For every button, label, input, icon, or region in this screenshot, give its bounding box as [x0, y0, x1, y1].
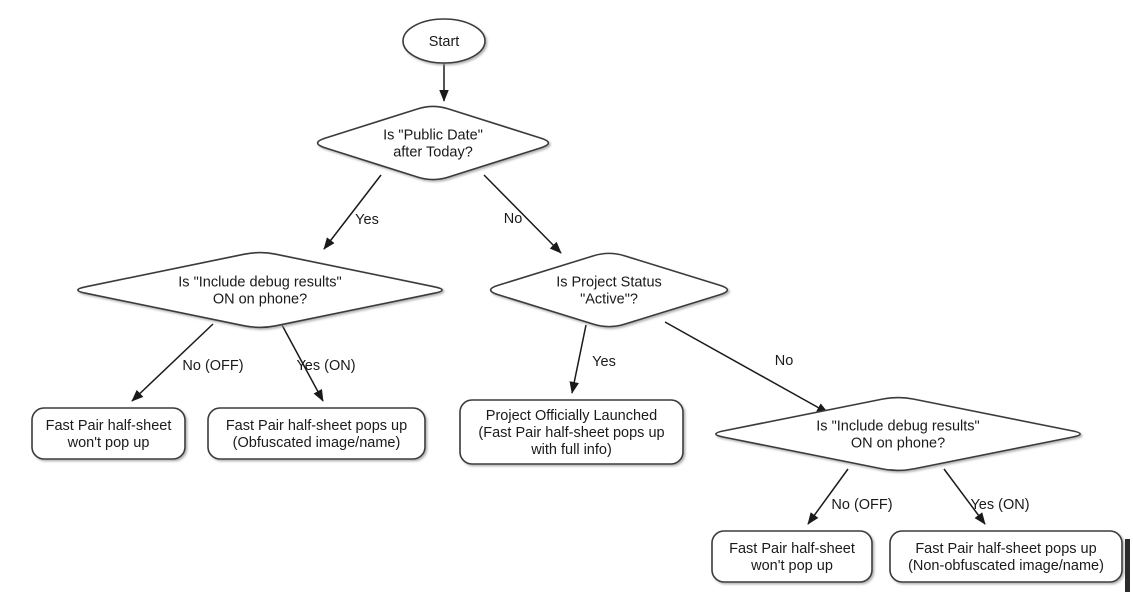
- edge-public-date-yes: [323, 174, 382, 250]
- node-public-date-decision[interactable]: Is "Public Date"after Today?: [316, 105, 550, 181]
- node-text-line: "Active"?: [580, 291, 638, 307]
- node-text-line: won't pop up: [67, 435, 150, 451]
- node-text-line: Fast Pair half-sheet: [46, 418, 172, 434]
- artifacts-layer: [1125, 539, 1130, 592]
- node-outcome-obfuscated[interactable]: Fast Pair half-sheet pops up(Obfuscated …: [207, 407, 426, 460]
- node-text-line: with full info): [530, 442, 612, 458]
- node-start[interactable]: Start: [402, 18, 486, 64]
- node-shape-diamond: [715, 396, 1081, 472]
- node-text-line: Is "Public Date": [383, 127, 483, 143]
- node-text-line: ON on phone?: [851, 435, 945, 451]
- node-text-line: (Non-obfuscated image/name): [908, 558, 1104, 574]
- node-text-line: ON on phone?: [213, 291, 307, 307]
- node-text-line: (Obfuscated image/name): [233, 435, 401, 451]
- edge-debug-right-yes-on: [943, 468, 986, 525]
- node-shape-diamond: [77, 251, 443, 329]
- nodes-layer: Start Is "Public Date"after Today? Is "Inc…: [31, 18, 1123, 583]
- edge-label-debug-left-no-off: No (OFF): [182, 358, 243, 374]
- artifact-right-edge-mark: [1125, 539, 1130, 592]
- edge-label-project-status-no: No: [775, 353, 794, 369]
- node-text-line: after Today?: [393, 144, 473, 160]
- node-shape-diamond: [316, 105, 550, 181]
- edge-label-debug-left-yes-on: Yes (ON): [296, 358, 355, 374]
- node-debug-results-decision-right[interactable]: Is "Include debug results"ON on phone?: [715, 396, 1081, 472]
- node-text-line: Is "Include debug results": [816, 418, 979, 434]
- node-outcome-non-obfuscated[interactable]: Fast Pair half-sheet pops up(Non-obfusca…: [889, 530, 1123, 583]
- node-text-line: Project Officially Launched: [486, 408, 657, 424]
- node-shape-rounded-rect: [31, 407, 186, 460]
- node-shape-ellipse: [402, 18, 486, 64]
- node-text-line: Fast Pair half-sheet pops up: [915, 541, 1096, 557]
- node-debug-results-decision-left[interactable]: Is "Include debug results"ON on phone?: [77, 251, 443, 329]
- node-outcome-officially-launched[interactable]: Project Officially Launched(Fast Pair ha…: [459, 399, 684, 465]
- edge-label-public-date-yes: Yes: [355, 212, 379, 228]
- node-text-line: Fast Pair half-sheet pops up: [226, 418, 407, 434]
- edge-debug-left-yes-on: [281, 324, 324, 402]
- edge-debug-left-no-off: [131, 323, 214, 402]
- node-shape-rounded-rect: [711, 530, 873, 583]
- node-text-line: Fast Pair half-sheet: [729, 541, 855, 557]
- node-shape-rounded-rect: [889, 530, 1123, 583]
- node-text-line: (Fast Pair half-sheet pops up: [478, 425, 664, 441]
- node-text-line: Is Project Status: [556, 274, 662, 290]
- node-shape-rounded-rect: [459, 399, 684, 465]
- node-text-line: Start: [429, 34, 460, 50]
- edge-label-debug-right-no-off: No (OFF): [831, 497, 892, 513]
- node-text-line: Is "Include debug results": [178, 274, 341, 290]
- node-shape-rounded-rect: [207, 407, 426, 460]
- edges-layer: [131, 63, 986, 525]
- edge-label-debug-right-yes-on: Yes (ON): [970, 497, 1029, 513]
- node-shape-diamond: [489, 252, 729, 328]
- edge-project-status-no: [664, 321, 829, 414]
- edge-label-project-status-yes: Yes: [592, 354, 616, 370]
- edge-label-public-date-no: No: [504, 211, 523, 227]
- edge-project-status-yes: [569, 324, 587, 394]
- node-text-line: won't pop up: [750, 558, 833, 574]
- edge-debug-right-no-off: [807, 468, 849, 525]
- edge-public-date-no: [483, 174, 562, 254]
- node-project-status-decision[interactable]: Is Project Status"Active"?: [489, 252, 729, 328]
